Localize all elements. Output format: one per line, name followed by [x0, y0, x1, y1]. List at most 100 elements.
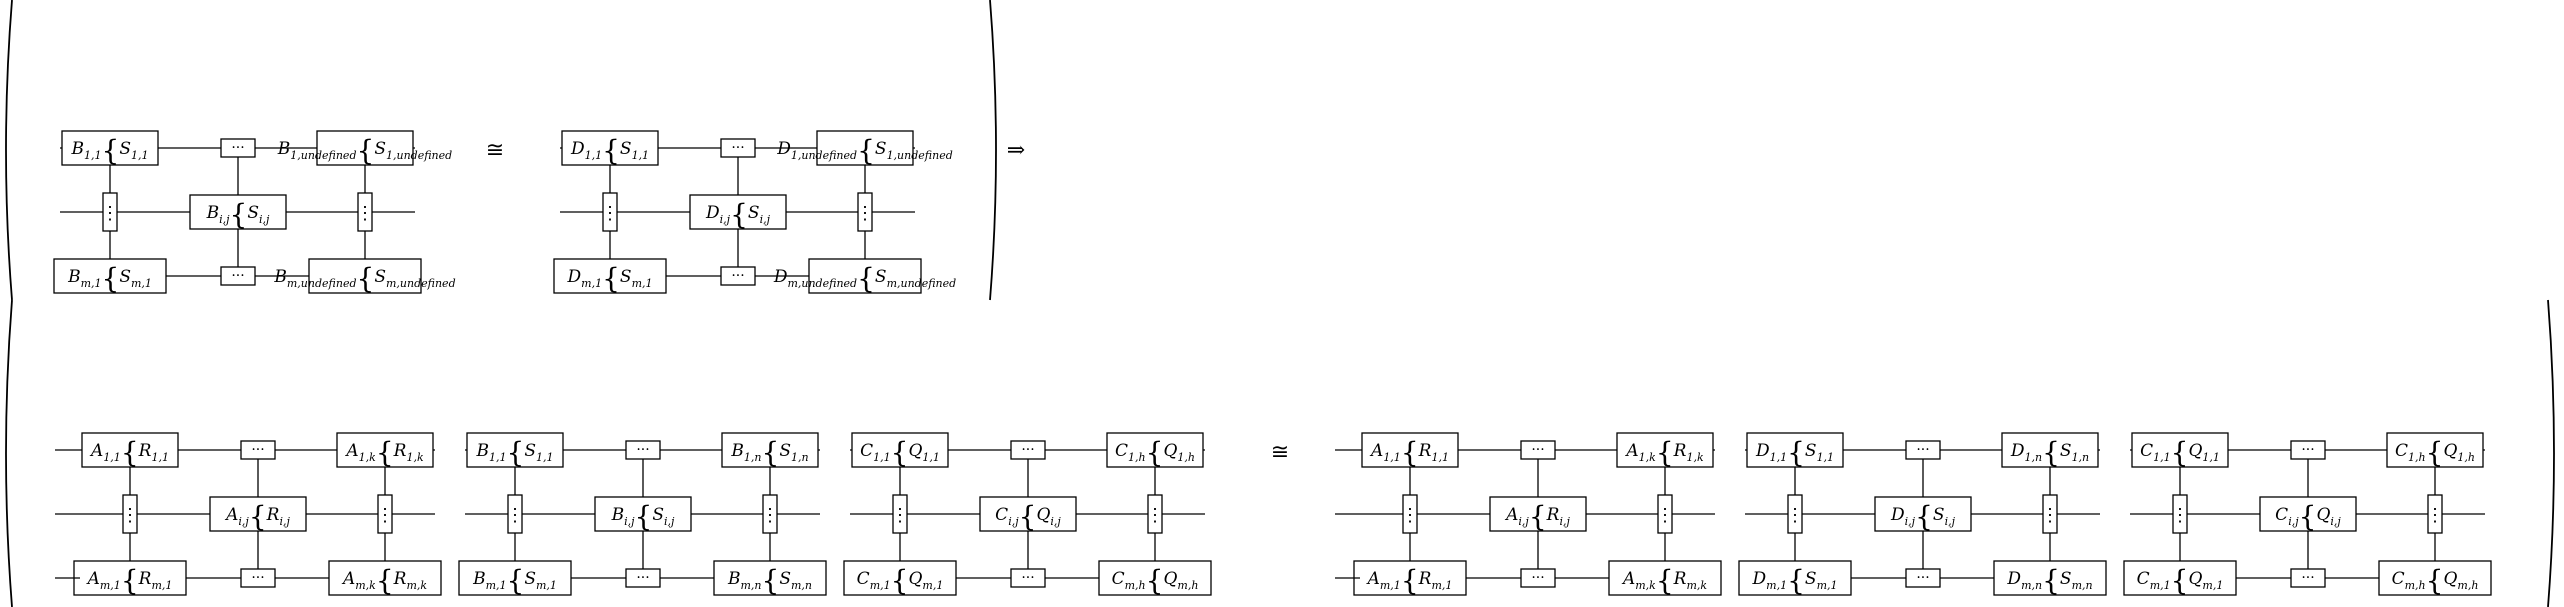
svg-text:B1,n{S1,n: B1,n{S1,n — [730, 436, 808, 469]
horizontal-ellipsis-box: ··· — [1520, 568, 1556, 588]
vertical-ellipsis-box: ⋮ — [601, 192, 619, 232]
gate-box: Bm,undefined{Sm,undefined — [273, 258, 456, 295]
svg-text:⋮: ⋮ — [506, 505, 524, 526]
svg-text:C1,h{Q1,h: C1,h{Q1,h — [2395, 436, 2475, 469]
svg-text:Am,1{Rm,1: Am,1{Rm,1 — [86, 564, 173, 597]
gate-box: B1,undefined{S1,undefined — [277, 130, 452, 167]
svg-text:Di,j{Si,j: Di,j{Si,j — [705, 198, 771, 231]
gate-box: D1,undefined{S1,undefined — [776, 130, 953, 167]
horizontal-ellipsis-box: ··· — [625, 568, 661, 588]
svg-text:⋮: ⋮ — [2171, 505, 2189, 526]
svg-text:Bm,1{Sm,1: Bm,1{Sm,1 — [67, 262, 152, 295]
svg-text:D1,1{S1,1: D1,1{S1,1 — [1755, 436, 1834, 469]
vertical-ellipsis-box: ⋮ — [121, 494, 139, 534]
svg-text:C1,h{Q1,h: C1,h{Q1,h — [1115, 436, 1195, 469]
svg-text:C1,1{Q1,1: C1,1{Q1,1 — [860, 436, 940, 469]
gate-box: Am,1{Rm,1 — [73, 560, 187, 597]
svg-text:⋮: ⋮ — [376, 505, 394, 526]
vertical-ellipsis-box: ⋮ — [356, 192, 374, 232]
gate-box: Cm,h{Qm,h — [2378, 560, 2492, 597]
left-parenthesis — [5, 299, 13, 607]
horizontal-ellipsis-box: ··· — [1010, 568, 1046, 588]
gate-box: Cm,1{Qm,1 — [2123, 560, 2237, 597]
svg-text:···: ··· — [251, 442, 264, 458]
horizontal-ellipsis-box: ··· — [240, 440, 276, 460]
equivalence-symbol: ≅ — [486, 138, 504, 163]
svg-text:···: ··· — [251, 570, 264, 586]
vertical-ellipsis-box: ⋮ — [101, 192, 119, 232]
svg-text:···: ··· — [2301, 442, 2314, 458]
gate-box: A1,1{R1,1 — [1361, 432, 1459, 469]
svg-text:···: ··· — [636, 442, 649, 458]
svg-text:···: ··· — [1531, 570, 1544, 586]
gate-box: Ai,j{Ri,j — [1489, 496, 1587, 533]
svg-text:⋮: ⋮ — [1401, 505, 1419, 526]
svg-text:···: ··· — [1916, 442, 1929, 458]
svg-text:A1,k{R1,k: A1,k{R1,k — [344, 436, 424, 469]
svg-text:···: ··· — [636, 570, 649, 586]
svg-text:A1,1{R1,1: A1,1{R1,1 — [1369, 436, 1449, 469]
svg-text:B1,1{S1,1: B1,1{S1,1 — [476, 436, 554, 469]
svg-text:⋮: ⋮ — [891, 505, 909, 526]
vertical-ellipsis-box: ⋮ — [1656, 494, 1674, 534]
svg-text:Ai,j{Ri,j: Ai,j{Ri,j — [1504, 500, 1570, 533]
svg-text:⋮: ⋮ — [761, 505, 779, 526]
right-parenthesis — [2547, 299, 2555, 607]
svg-text:Bm,1{Sm,1: Bm,1{Sm,1 — [472, 564, 557, 597]
svg-text:A1,k{R1,k: A1,k{R1,k — [1624, 436, 1704, 469]
svg-text:···: ··· — [1021, 570, 1034, 586]
gate-box: C1,h{Q1,h — [2386, 432, 2484, 469]
gate-box: Cm,h{Qm,h — [1098, 560, 1212, 597]
gate-box: Bm,n{Sm,n — [713, 560, 827, 597]
gate-box: Bm,1{Sm,1 — [458, 560, 572, 597]
svg-text:⋮: ⋮ — [2041, 505, 2059, 526]
gate-box: Bi,j{Si,j — [189, 194, 287, 231]
svg-text:⋮: ⋮ — [1786, 505, 1804, 526]
vertical-ellipsis-box: ⋮ — [891, 494, 909, 534]
horizontal-ellipsis-box: ··· — [1905, 440, 1941, 460]
svg-text:Dm,n{Sm,n: Dm,n{Sm,n — [2006, 564, 2092, 597]
svg-text:···: ··· — [1531, 442, 1544, 458]
svg-text:⋮: ⋮ — [601, 203, 619, 224]
svg-text:A1,1{R1,1: A1,1{R1,1 — [89, 436, 169, 469]
gate-box: B1,1{S1,1 — [466, 432, 564, 469]
vertical-ellipsis-box: ⋮ — [1786, 494, 1804, 534]
gate-box: C1,1{Q1,1 — [851, 432, 949, 469]
svg-text:D1,undefined{S1,undefined: D1,undefined{S1,undefined — [776, 134, 953, 167]
svg-text:D1,1{S1,1: D1,1{S1,1 — [570, 134, 649, 167]
gate-box: Ci,j{Qi,j — [979, 496, 1077, 533]
implies-symbol: ⇒ — [1007, 138, 1025, 163]
gate-box: D1,n{S1,n — [2001, 432, 2099, 469]
gate-box: C1,h{Q1,h — [1106, 432, 1204, 469]
gate-box: D1,1{S1,1 — [561, 130, 659, 167]
svg-text:Bi,j{Si,j: Bi,j{Si,j — [611, 500, 675, 533]
horizontal-ellipsis-box: ··· — [1905, 568, 1941, 588]
svg-text:Bi,j{Si,j: Bi,j{Si,j — [206, 198, 270, 231]
vertical-ellipsis-box: ⋮ — [2171, 494, 2189, 534]
svg-text:Di,j{Si,j: Di,j{Si,j — [1890, 500, 1956, 533]
gate-box: Ai,j{Ri,j — [209, 496, 307, 533]
gate-box: Dm,1{Sm,1 — [1738, 560, 1852, 597]
svg-text:···: ··· — [731, 268, 744, 284]
svg-text:⋮: ⋮ — [356, 203, 374, 224]
gate-box: B1,n{S1,n — [721, 432, 819, 469]
gate-box: A1,k{R1,k — [336, 432, 434, 469]
svg-text:Am,k{Rm,k: Am,k{Rm,k — [341, 564, 427, 597]
gate-box: Dm,n{Sm,n — [1993, 560, 2107, 597]
vertical-ellipsis-box: ⋮ — [1146, 494, 1164, 534]
vertical-ellipsis-box: ⋮ — [376, 494, 394, 534]
horizontal-ellipsis-box: ··· — [220, 138, 256, 158]
svg-text:Ai,j{Ri,j: Ai,j{Ri,j — [224, 500, 290, 533]
svg-text:Bm,undefined{Sm,undefined: Bm,undefined{Sm,undefined — [273, 262, 455, 295]
gate-box: Am,k{Rm,k — [328, 560, 442, 597]
horizontal-ellipsis-box: ··· — [2290, 568, 2326, 588]
svg-text:Am,1{Rm,1: Am,1{Rm,1 — [1366, 564, 1453, 597]
svg-text:···: ··· — [1916, 570, 1929, 586]
gate-box: B1,1{S1,1 — [61, 130, 159, 167]
horizontal-ellipsis-box: ··· — [220, 266, 256, 286]
svg-text:⋮: ⋮ — [1146, 505, 1164, 526]
svg-text:⋮: ⋮ — [856, 203, 874, 224]
svg-text:C1,1{Q1,1: C1,1{Q1,1 — [2140, 436, 2220, 469]
gate-box: C1,1{Q1,1 — [2131, 432, 2229, 469]
